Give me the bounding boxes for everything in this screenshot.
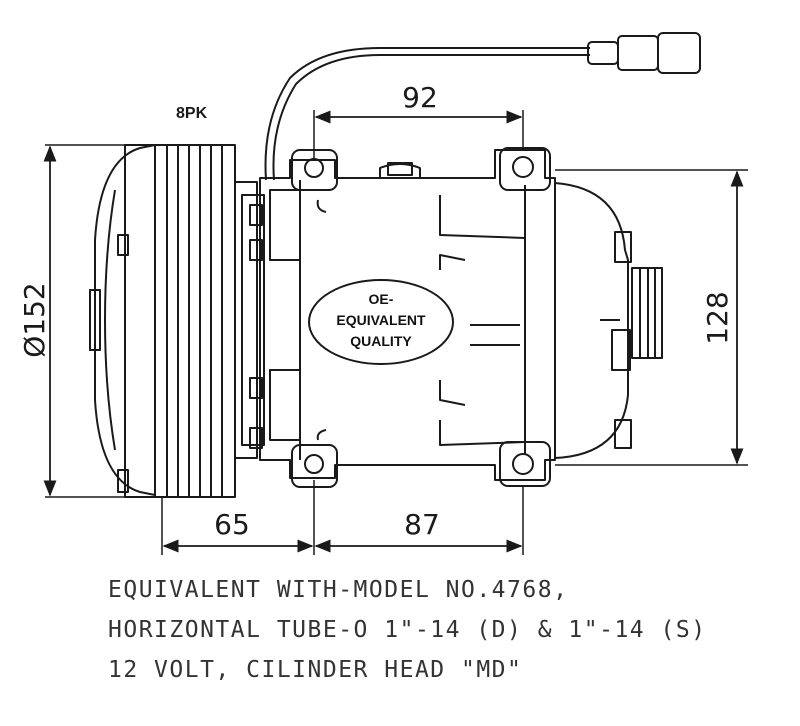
badge-line-2: EQUIVALENT <box>336 312 426 328</box>
note-line-2: HORIZONTAL TUBE-O 1"-14 (D) & 1"-14 (S) <box>108 617 707 643</box>
front-flange <box>234 181 265 459</box>
belt-type-label: 8PK <box>176 105 208 122</box>
pulley-diameter-label: Ø152 <box>18 282 51 357</box>
clutch-wire <box>264 47 590 181</box>
note-line-3: 12 VOLT, CILINDER HEAD "MD" <box>108 657 523 683</box>
compressor-body <box>259 149 556 481</box>
clutch-front <box>89 144 156 496</box>
rear-head <box>554 182 632 459</box>
dim-right-label: 128 <box>701 291 734 344</box>
dim-bottom-right-label: 87 <box>404 508 440 541</box>
badge-line-1: OE- <box>369 291 394 307</box>
badge-line-3: QUALITY <box>350 333 412 349</box>
compressor-diagram: OE- EQUIVALENT QUALITY 8PK Ø152 92 128 6… <box>18 32 748 555</box>
mount-boss-bottom-right <box>499 441 551 487</box>
mount-boss-top-right <box>499 147 551 191</box>
pulley-hub <box>124 144 156 498</box>
dim-bottom-left-label: 65 <box>214 508 250 541</box>
pulley-grooves <box>154 144 236 498</box>
wire-connector <box>587 32 701 74</box>
rear-fitting <box>631 267 663 359</box>
extension-lines <box>45 110 748 555</box>
note-line-1: EQUIVALENT WITH-MODEL NO.4768, <box>108 577 569 603</box>
dim-top-label: 92 <box>402 81 438 114</box>
oe-equivalent-badge: OE- EQUIVALENT QUALITY <box>308 279 454 365</box>
